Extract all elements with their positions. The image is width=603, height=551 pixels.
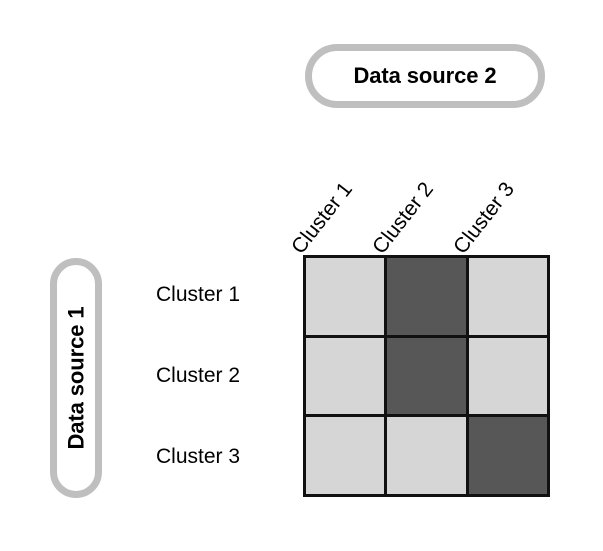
matrix-cell[interactable] [306, 417, 385, 494]
row-label-cluster-2: Cluster 2 [156, 364, 241, 387]
data-source-2-pill: Data source 2 [305, 44, 545, 108]
column-header-cluster-1: Cluster 1 [287, 178, 357, 259]
column-header-cluster-2: Cluster 2 [368, 178, 438, 259]
cluster-matrix [303, 255, 550, 497]
matrix-cell[interactable] [387, 258, 466, 335]
row-label-cluster-3: Cluster 3 [156, 444, 241, 468]
column-header-cluster-3: Cluster 3 [449, 178, 519, 259]
data-source-1-label: Data source 1 [63, 306, 88, 450]
matrix-cell[interactable] [306, 337, 385, 415]
matrix-cell[interactable] [468, 337, 547, 415]
matrix-cell[interactable] [387, 337, 466, 415]
matrix-cell[interactable] [306, 258, 385, 335]
row-label-group: Cluster 1 Cluster 2 Cluster 3 [150, 255, 295, 497]
row-label-cluster-1: Cluster 1 [156, 283, 241, 307]
matrix-cell[interactable] [387, 417, 466, 494]
matrix-cell[interactable] [468, 258, 547, 335]
matrix-cell[interactable] [468, 417, 547, 494]
data-source-2-label: Data source 2 [353, 63, 497, 88]
data-source-1-pill: Data source 1 [50, 258, 102, 498]
